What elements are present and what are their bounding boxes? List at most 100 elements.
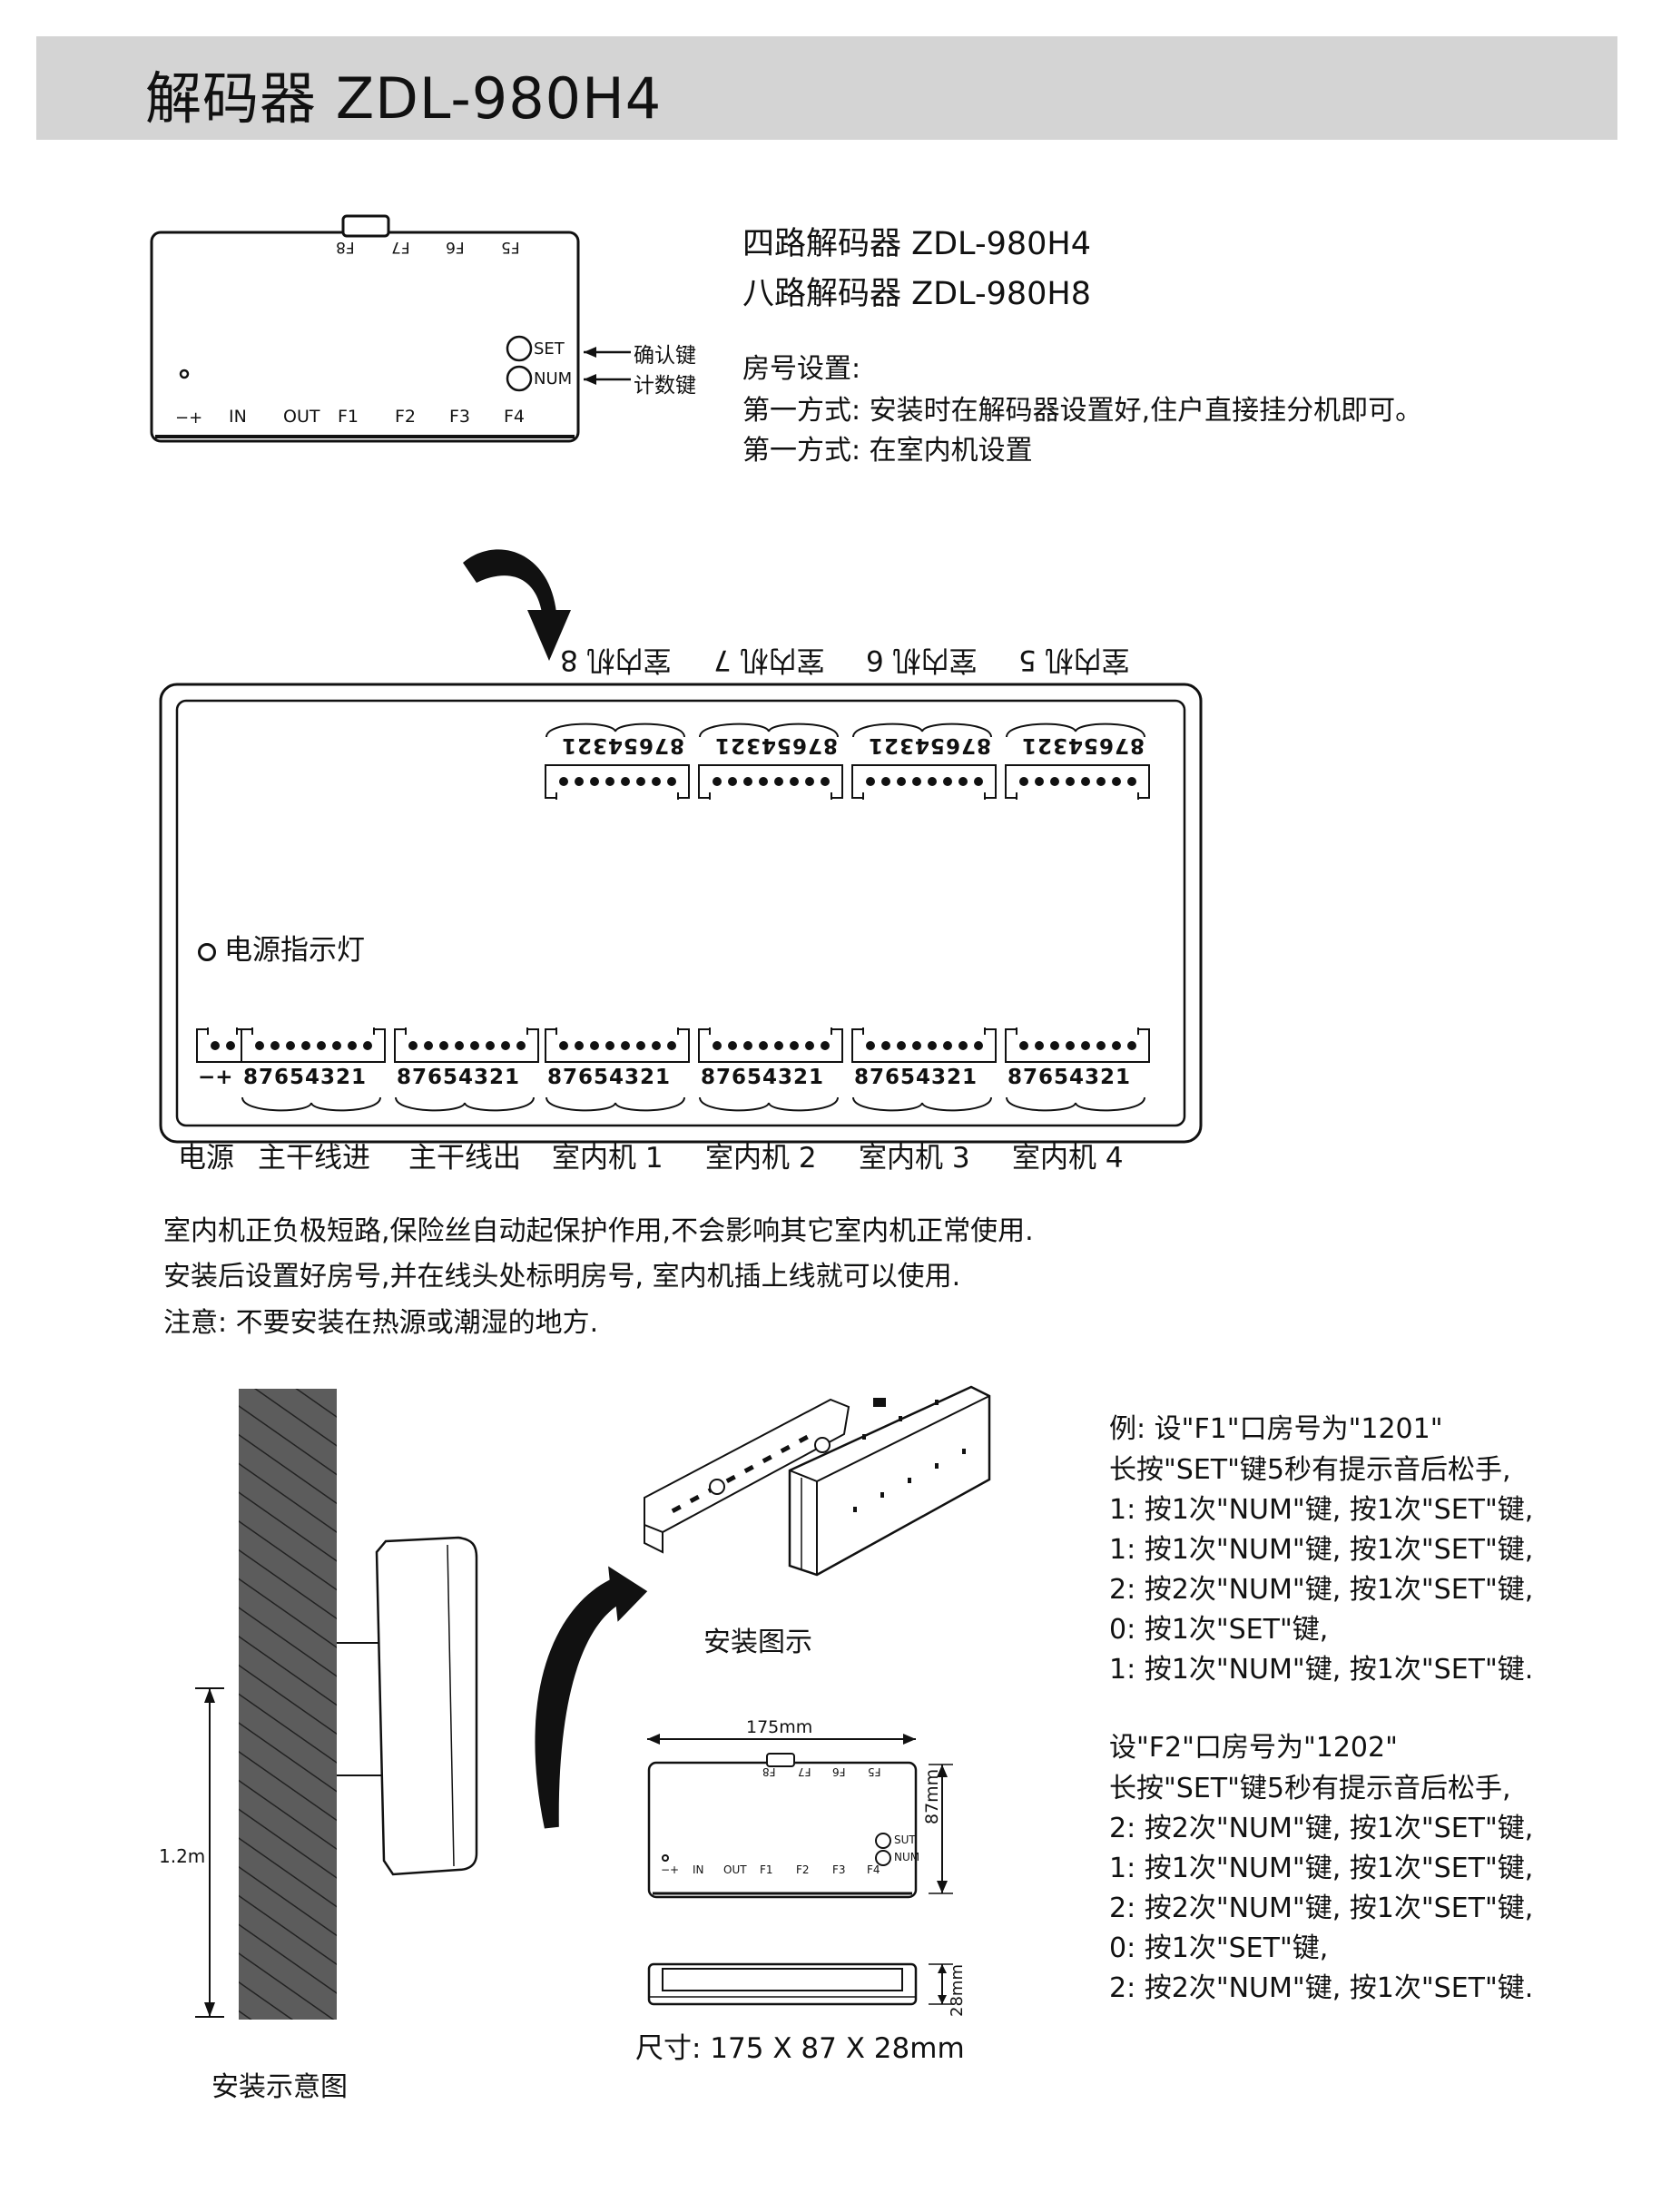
pin-number-label: 87654321	[714, 733, 839, 757]
pin-number-label: 87654321	[547, 1066, 672, 1089]
pin-dot	[1034, 777, 1044, 786]
pin-dot	[574, 1041, 584, 1050]
pin-dot	[880, 777, 890, 786]
pin-dot	[423, 1041, 433, 1050]
port-label: F2	[395, 407, 417, 427]
pin-dot	[773, 1041, 783, 1050]
set-button-label: SET	[534, 339, 565, 359]
pin-dot	[1111, 1041, 1121, 1050]
pin-dot	[1065, 1041, 1075, 1050]
pin-dot	[1111, 777, 1121, 786]
pin-dot	[1018, 1041, 1028, 1050]
power-pin-label: −+	[198, 1066, 233, 1089]
pin-number-label: 87654321	[1021, 733, 1145, 757]
page-title: 解码器 ZDL-980H4	[145, 65, 663, 132]
pin-dot	[454, 1041, 464, 1050]
pin-dot	[773, 777, 783, 786]
wire-bracket	[699, 723, 839, 738]
model-4way: 四路解码器 ZDL-980H4	[742, 226, 1091, 262]
curved-arrow-down-icon	[463, 549, 571, 661]
wire-bracket	[241, 1096, 381, 1112]
pin-dot	[789, 777, 799, 786]
wire-bracket	[1006, 1096, 1145, 1112]
top-device-ports-bottom: IN OUT F1 F2 F3 F4	[229, 407, 540, 427]
pin-dot	[620, 777, 630, 786]
room-setting-method2: 第一方式: 在室内机设置	[742, 435, 1033, 467]
size-text: 尺寸: 175 X 87 X 28mm	[635, 2032, 965, 2065]
port-label: IN	[693, 1863, 704, 1876]
board-label-unit5: 室内机 5	[1018, 644, 1130, 676]
pin-dot	[331, 1041, 341, 1050]
connector-notch	[251, 1027, 375, 1035]
pin-dot	[1080, 1041, 1090, 1050]
port-label: F6	[832, 1765, 846, 1778]
pin-number-label: 87654321	[397, 1066, 521, 1089]
pin-dot	[1126, 777, 1136, 786]
example-step: 2: 按2次"NUM"键, 按1次"SET"键,	[1109, 1574, 1534, 1606]
note-line1: 室内机正负极短路,保险丝自动起保护作用,不会影响其它室内机正常使用.	[163, 1215, 1034, 1247]
connector-notch	[555, 792, 679, 800]
model-8way: 八路解码器 ZDL-980H8	[742, 276, 1091, 312]
example-step: 2: 按2次"NUM"键, 按1次"SET"键.	[1109, 1972, 1534, 2004]
example2-title: 设"F2"口房号为"1202"	[1109, 1732, 1398, 1764]
pin-dot	[865, 777, 875, 786]
connector-notch	[405, 1027, 528, 1035]
dim-front-set-label: SUT	[894, 1834, 916, 1846]
port-label: F7	[390, 238, 410, 256]
pin-number-label: 87654321	[701, 1066, 825, 1089]
example-step: 2: 按2次"NUM"键, 按1次"SET"键,	[1109, 1892, 1534, 1924]
pin-dot	[804, 777, 814, 786]
pin-dot	[210, 1041, 220, 1050]
wire-bracket	[546, 1096, 685, 1112]
port-label: IN	[229, 407, 247, 427]
board-label-unit6: 室内机 6	[866, 644, 978, 676]
pin-dot	[973, 777, 983, 786]
connector-notch	[862, 792, 986, 800]
pin-dot	[927, 1041, 937, 1050]
pin-dot	[1065, 777, 1075, 786]
pin-dot	[651, 1041, 661, 1050]
pin-dot	[605, 777, 614, 786]
port-label: OUT	[283, 407, 320, 427]
pin-number-label: 87654321	[243, 1066, 368, 1089]
terminal-connector	[1005, 764, 1150, 800]
pin-dot	[804, 1041, 814, 1050]
pin-dot	[666, 1041, 676, 1050]
note-line2: 安装后设置好房号,并在线头处标明房号, 室内机插上线就可以使用.	[163, 1261, 961, 1293]
terminal-connector	[394, 1027, 539, 1063]
room-setting-method1: 第一方式: 安装时在解码器设置好,住户直接挂分机即可。	[742, 395, 1423, 427]
pin-dot	[270, 1041, 280, 1050]
room-setting-heading: 房号设置:	[742, 353, 861, 385]
label-trunk-in: 主干线进	[258, 1142, 370, 1175]
pin-dot	[727, 777, 737, 786]
wire-bracket	[852, 1096, 992, 1112]
pin-dot	[958, 777, 968, 786]
pin-dot	[1096, 1041, 1106, 1050]
pin-dot	[635, 777, 645, 786]
pin-dot	[973, 1041, 983, 1050]
port-label: F8	[762, 1765, 776, 1778]
label-unit2: 室内机 2	[705, 1142, 817, 1175]
pin-dot	[574, 777, 584, 786]
pin-dot	[896, 1041, 906, 1050]
port-label: F5	[867, 1765, 881, 1778]
terminal-connector	[545, 1027, 690, 1063]
pin-dot	[1049, 777, 1059, 786]
example-step: 1: 按1次"NUM"键, 按1次"SET"键,	[1109, 1534, 1534, 1566]
pin-dot	[438, 1041, 448, 1050]
wire-bracket	[546, 723, 685, 738]
count-key-label: 计数键	[634, 374, 696, 398]
din-rail-install-illustration	[644, 1385, 991, 1577]
pin-dot	[1049, 1041, 1059, 1050]
pin-dot	[558, 1041, 568, 1050]
terminal-connector	[698, 1027, 843, 1063]
wall-install-caption: 安装示意图	[211, 2071, 348, 2103]
terminal-connector	[545, 764, 690, 800]
terminal-connector	[241, 1027, 386, 1063]
pin-dot	[285, 1041, 295, 1050]
pin-dot	[742, 1041, 752, 1050]
pin-dot	[316, 1041, 326, 1050]
pin-dot	[254, 1041, 264, 1050]
wall-install-illustration	[195, 1389, 648, 2020]
dim-front-num-label: NUM	[894, 1851, 920, 1863]
